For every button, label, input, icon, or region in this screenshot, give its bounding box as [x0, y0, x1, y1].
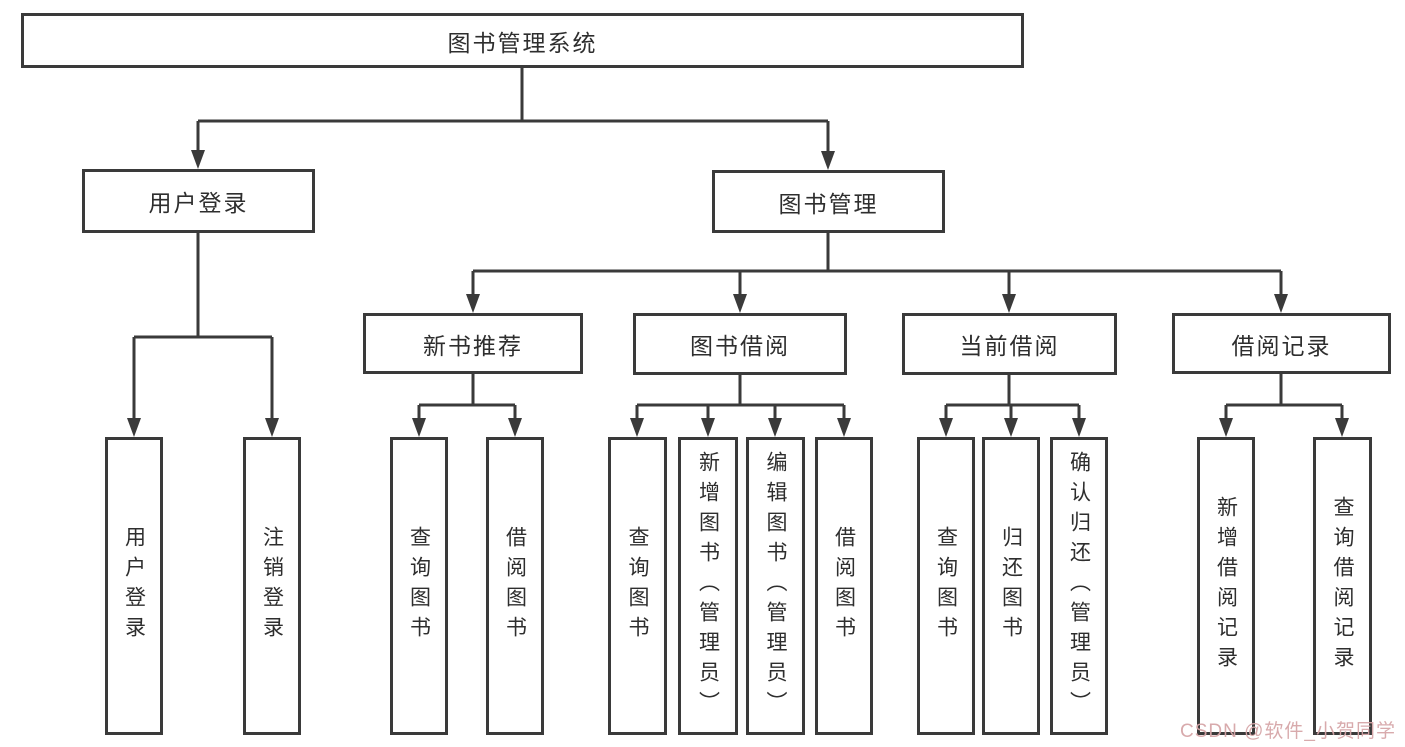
node-book-borrow: 图书借阅: [633, 313, 847, 375]
node-leaf-confirm-return-admin-label: 确认归还（管理员）: [1067, 451, 1091, 721]
connector-recommend-to-leaves: [417, 374, 517, 419]
node-book-borrow-label: 图书借阅: [690, 333, 790, 359]
node-leaf-query-books-recommend-label: 查询图书: [407, 526, 431, 646]
node-leaf-query-books-current: 查询图书: [917, 437, 975, 735]
node-leaf-return-book: 归还图书: [982, 437, 1040, 735]
node-leaf-user-login-label: 用户登录: [122, 526, 146, 646]
node-leaf-query-books-current-label: 查询图书: [934, 526, 958, 646]
node-leaf-add-borrow-record-label: 新增借阅记录: [1214, 496, 1238, 676]
node-leaf-user-login: 用户登录: [105, 437, 163, 735]
node-leaf-logout: 注销登录: [243, 437, 301, 735]
node-book-management: 图书管理: [712, 170, 945, 233]
node-leaf-edit-book-admin-label: 编辑图书（管理员）: [764, 451, 787, 721]
node-leaf-query-books-borrow-label: 查询图书: [626, 526, 649, 646]
node-borrow-records: 借阅记录: [1172, 313, 1391, 374]
node-leaf-query-books-borrow: 查询图书: [608, 437, 667, 735]
connector-root-to-level2: [196, 68, 830, 152]
node-leaf-borrow-books-recommend-label: 借阅图书: [503, 526, 527, 646]
node-leaf-add-book-admin-label: 新增图书（管理员）: [696, 451, 720, 721]
connector-user-login-to-leaves: [132, 233, 274, 419]
node-leaf-borrow-books-recommend: 借阅图书: [486, 437, 544, 735]
node-new-book-recommend: 新书推荐: [363, 313, 583, 374]
connector-current-to-leaves: [944, 375, 1081, 419]
node-leaf-edit-book-admin: 编辑图书（管理员）: [746, 437, 805, 735]
node-leaf-return-book-label: 归还图书: [999, 526, 1023, 646]
node-leaf-query-books-recommend: 查询图书: [390, 437, 448, 735]
node-book-management-label: 图书管理: [778, 190, 879, 217]
node-leaf-query-borrow-record-label: 查询借阅记录: [1331, 496, 1354, 676]
node-borrow-records-label: 借阅记录: [1231, 332, 1332, 359]
node-leaf-confirm-return-admin: 确认归还（管理员）: [1050, 437, 1108, 735]
connector-book-mgmt-to-level3: [471, 233, 1283, 295]
node-leaf-logout-label: 注销登录: [260, 526, 284, 646]
node-current-borrow-label: 当前借阅: [959, 333, 1060, 359]
node-leaf-query-borrow-record: 查询借阅记录: [1313, 437, 1372, 735]
node-leaf-borrow-books: 借阅图书: [815, 437, 873, 735]
connector-borrow-to-leaves: [635, 375, 846, 419]
node-leaf-add-book-admin: 新增图书（管理员）: [678, 437, 738, 735]
node-current-borrow: 当前借阅: [902, 313, 1117, 375]
node-leaf-add-borrow-record: 新增借阅记录: [1197, 437, 1255, 735]
node-leaf-borrow-books-label: 借阅图书: [832, 526, 856, 646]
node-user-login: 用户登录: [82, 169, 315, 233]
node-root-label: 图书管理系统: [447, 29, 598, 56]
csdn-watermark: CSDN @软件_小贺同学: [1180, 721, 1396, 742]
connector-records-to-leaves: [1224, 374, 1344, 419]
node-user-login-label: 用户登录: [148, 190, 249, 216]
node-new-book-recommend-label: 新书推荐: [423, 332, 523, 359]
node-root: 图书管理系统: [21, 13, 1024, 68]
